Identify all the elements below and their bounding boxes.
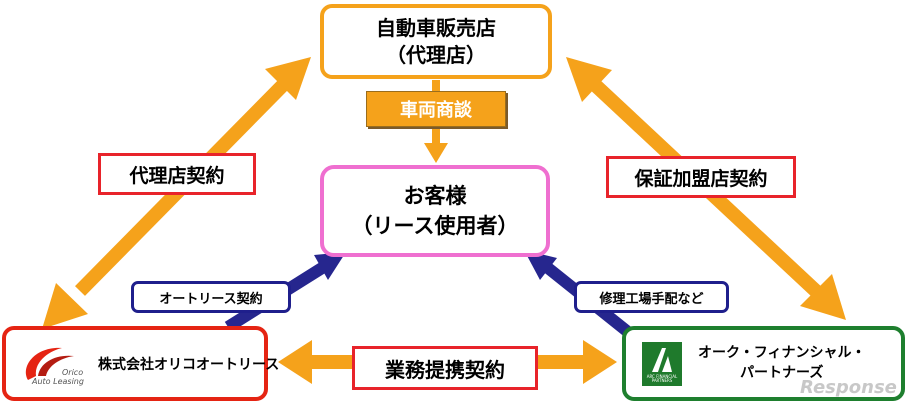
orico-logo: Orico Auto Leasing [16, 336, 92, 392]
dealer-box: 自動車販売店 （代理店） [320, 4, 552, 79]
ark-name-line1: オーク・フィナンシャル・ [698, 344, 866, 361]
ark-box: ARC FINANCIAL PARTNERS オーク・フィナンシャル・ パートナ… [622, 326, 905, 401]
negotiation-label: 車両商談 [366, 91, 506, 127]
dealer-title: 自動車販売店 [376, 15, 496, 40]
dealer-subtitle: （代理店） [386, 42, 486, 67]
customer-subtitle: （リース使用者） [351, 214, 519, 238]
ark-name-line2: パートナーズ [740, 364, 824, 381]
ark-logo: ARC FINANCIAL PARTNERS [642, 341, 682, 386]
orico-logo-word1: Orico [62, 367, 84, 377]
repair-arrangement-label: 修理工場手配など [574, 281, 729, 313]
orico-swoosh-icon [25, 347, 74, 380]
customer-box: お客様 （リース使用者） [320, 165, 550, 257]
ark-mountain-icon [652, 347, 672, 372]
response-watermark: Response [800, 377, 897, 398]
customer-title: お客様 [403, 183, 467, 208]
business-alliance-label: 業務提携契約 [352, 346, 538, 390]
auto-lease-label: オートリース契約 [131, 281, 291, 313]
orico-company-name: 株式会社オリコオートリース [98, 356, 280, 373]
guarantee-contract-label: 保証加盟店契約 [606, 156, 796, 198]
ark-company-name: オーク・フィナンシャル・ パートナーズ [698, 344, 865, 383]
ark-logo-caption: ARC FINANCIAL PARTNERS [646, 373, 678, 384]
orico-logo-word2: Auto Leasing [32, 376, 84, 386]
orico-box: Orico Auto Leasing 株式会社オリコオートリース [2, 326, 279, 401]
agency-contract-label: 代理店契約 [98, 153, 256, 195]
